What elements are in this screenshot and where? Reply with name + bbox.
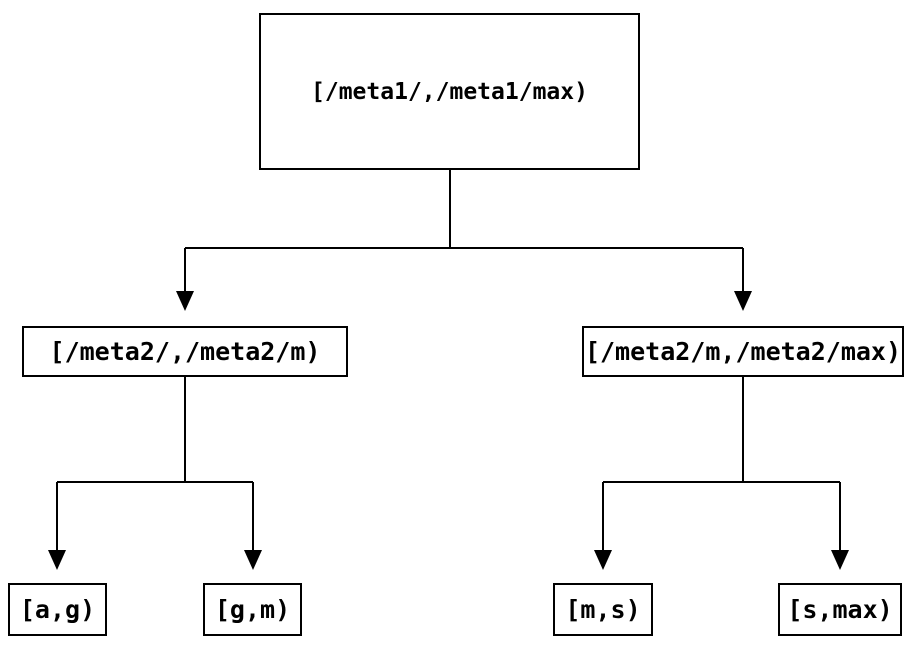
- arrowhead-leaf-1: [48, 550, 66, 570]
- tree-node-meta2-left: [/meta2/,/meta2/m): [22, 326, 348, 377]
- tree-node-leaf-ag: [a,g): [8, 583, 107, 636]
- tree-node-leaf-smax: [s,max): [778, 583, 902, 636]
- tree-node-root: [/meta1/,/meta1/max): [259, 13, 640, 170]
- arrowhead-left-mid: [176, 291, 194, 311]
- arrowhead-right-mid: [734, 291, 752, 311]
- arrowhead-leaf-2: [244, 550, 262, 570]
- tree-node-leaf-ms: [m,s): [553, 583, 653, 636]
- arrowhead-leaf-3: [594, 550, 612, 570]
- tree-node-leaf-gm: [g,m): [203, 583, 302, 636]
- tree-node-meta2-right: [/meta2/m,/meta2/max): [582, 326, 904, 377]
- arrowhead-leaf-4: [831, 550, 849, 570]
